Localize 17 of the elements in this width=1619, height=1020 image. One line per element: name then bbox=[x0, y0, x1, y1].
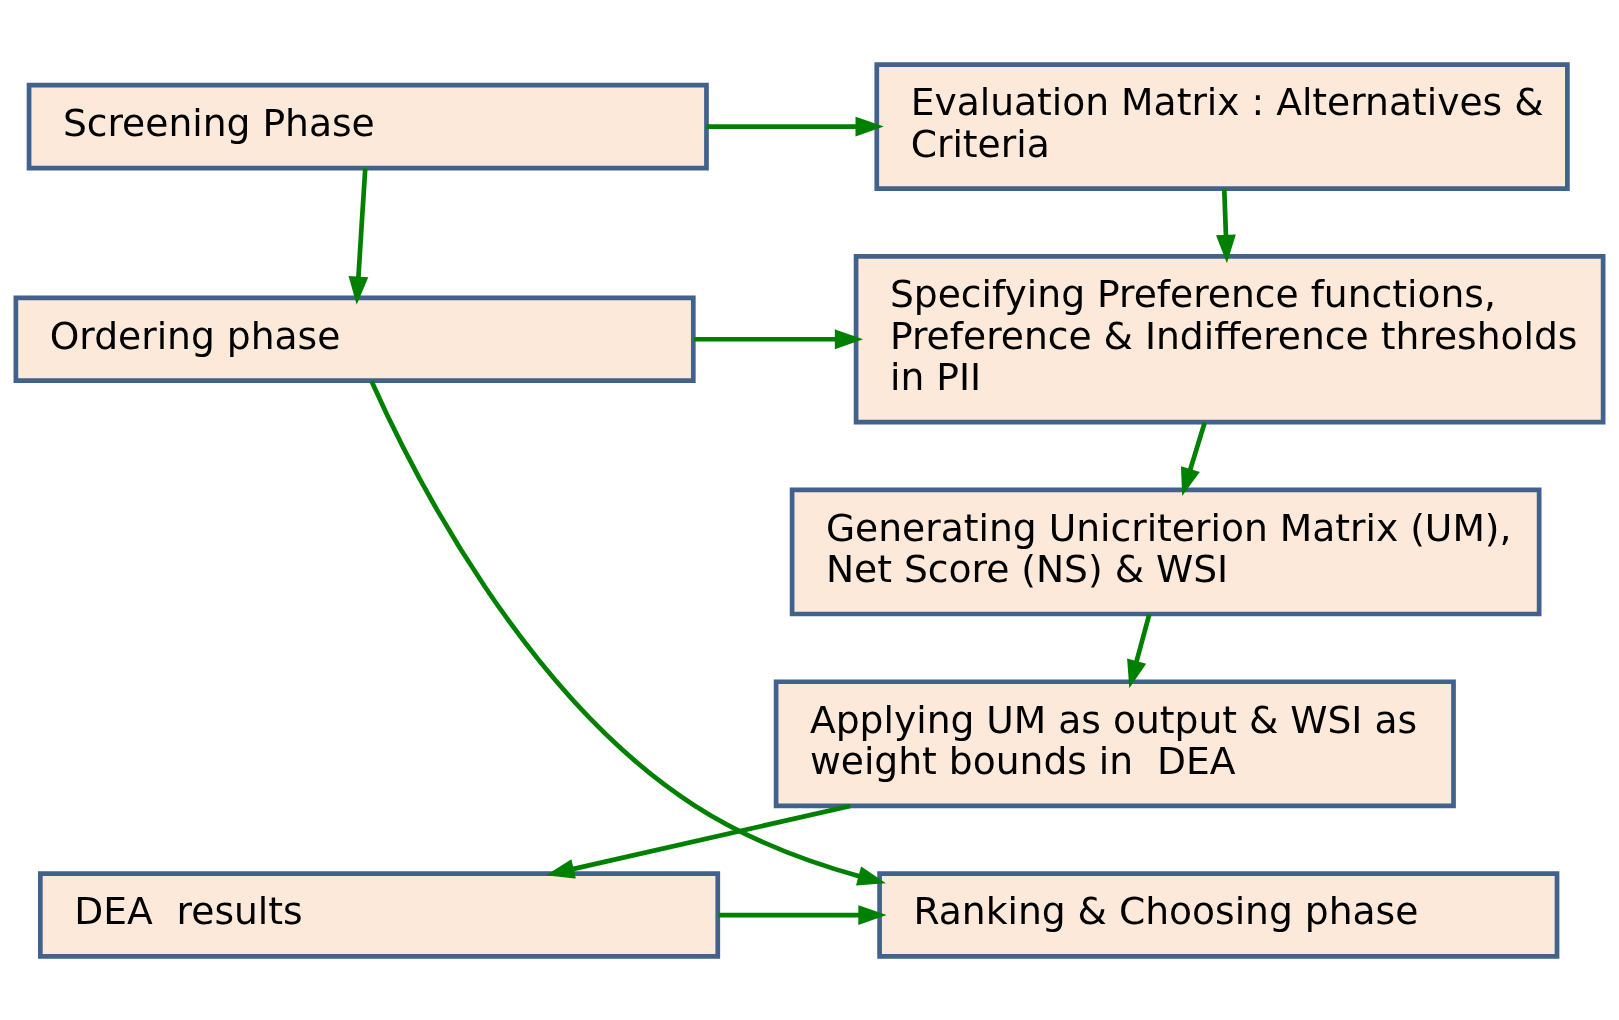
node-box: Specifying Preference functions, Preference & Indifference thresholds in PII bbox=[853, 253, 1606, 424]
node-box: Ranking & Choosing phase bbox=[877, 870, 1560, 959]
node-box: Screening Phase bbox=[26, 82, 709, 170]
arrow bbox=[1216, 188, 1236, 263]
arrow bbox=[1127, 613, 1152, 688]
node-box: Ordering phase bbox=[13, 295, 696, 383]
arrow bbox=[369, 379, 886, 886]
node-box: Generating Unicriterion Matrix (UM), Net Score (NS) & WSI bbox=[789, 486, 1542, 616]
arrow bbox=[1180, 421, 1207, 496]
arrow bbox=[718, 904, 887, 925]
arrow bbox=[693, 328, 864, 349]
node-box: DEA results bbox=[38, 870, 721, 959]
node-box: Evaluation Matrix : Alternatives & Criteria bbox=[874, 61, 1570, 191]
node-box: Applying UM as output & WSI as weight bounds in DEA bbox=[773, 678, 1456, 808]
arrow bbox=[706, 116, 884, 137]
arrow bbox=[348, 167, 369, 305]
arrow bbox=[546, 803, 851, 879]
